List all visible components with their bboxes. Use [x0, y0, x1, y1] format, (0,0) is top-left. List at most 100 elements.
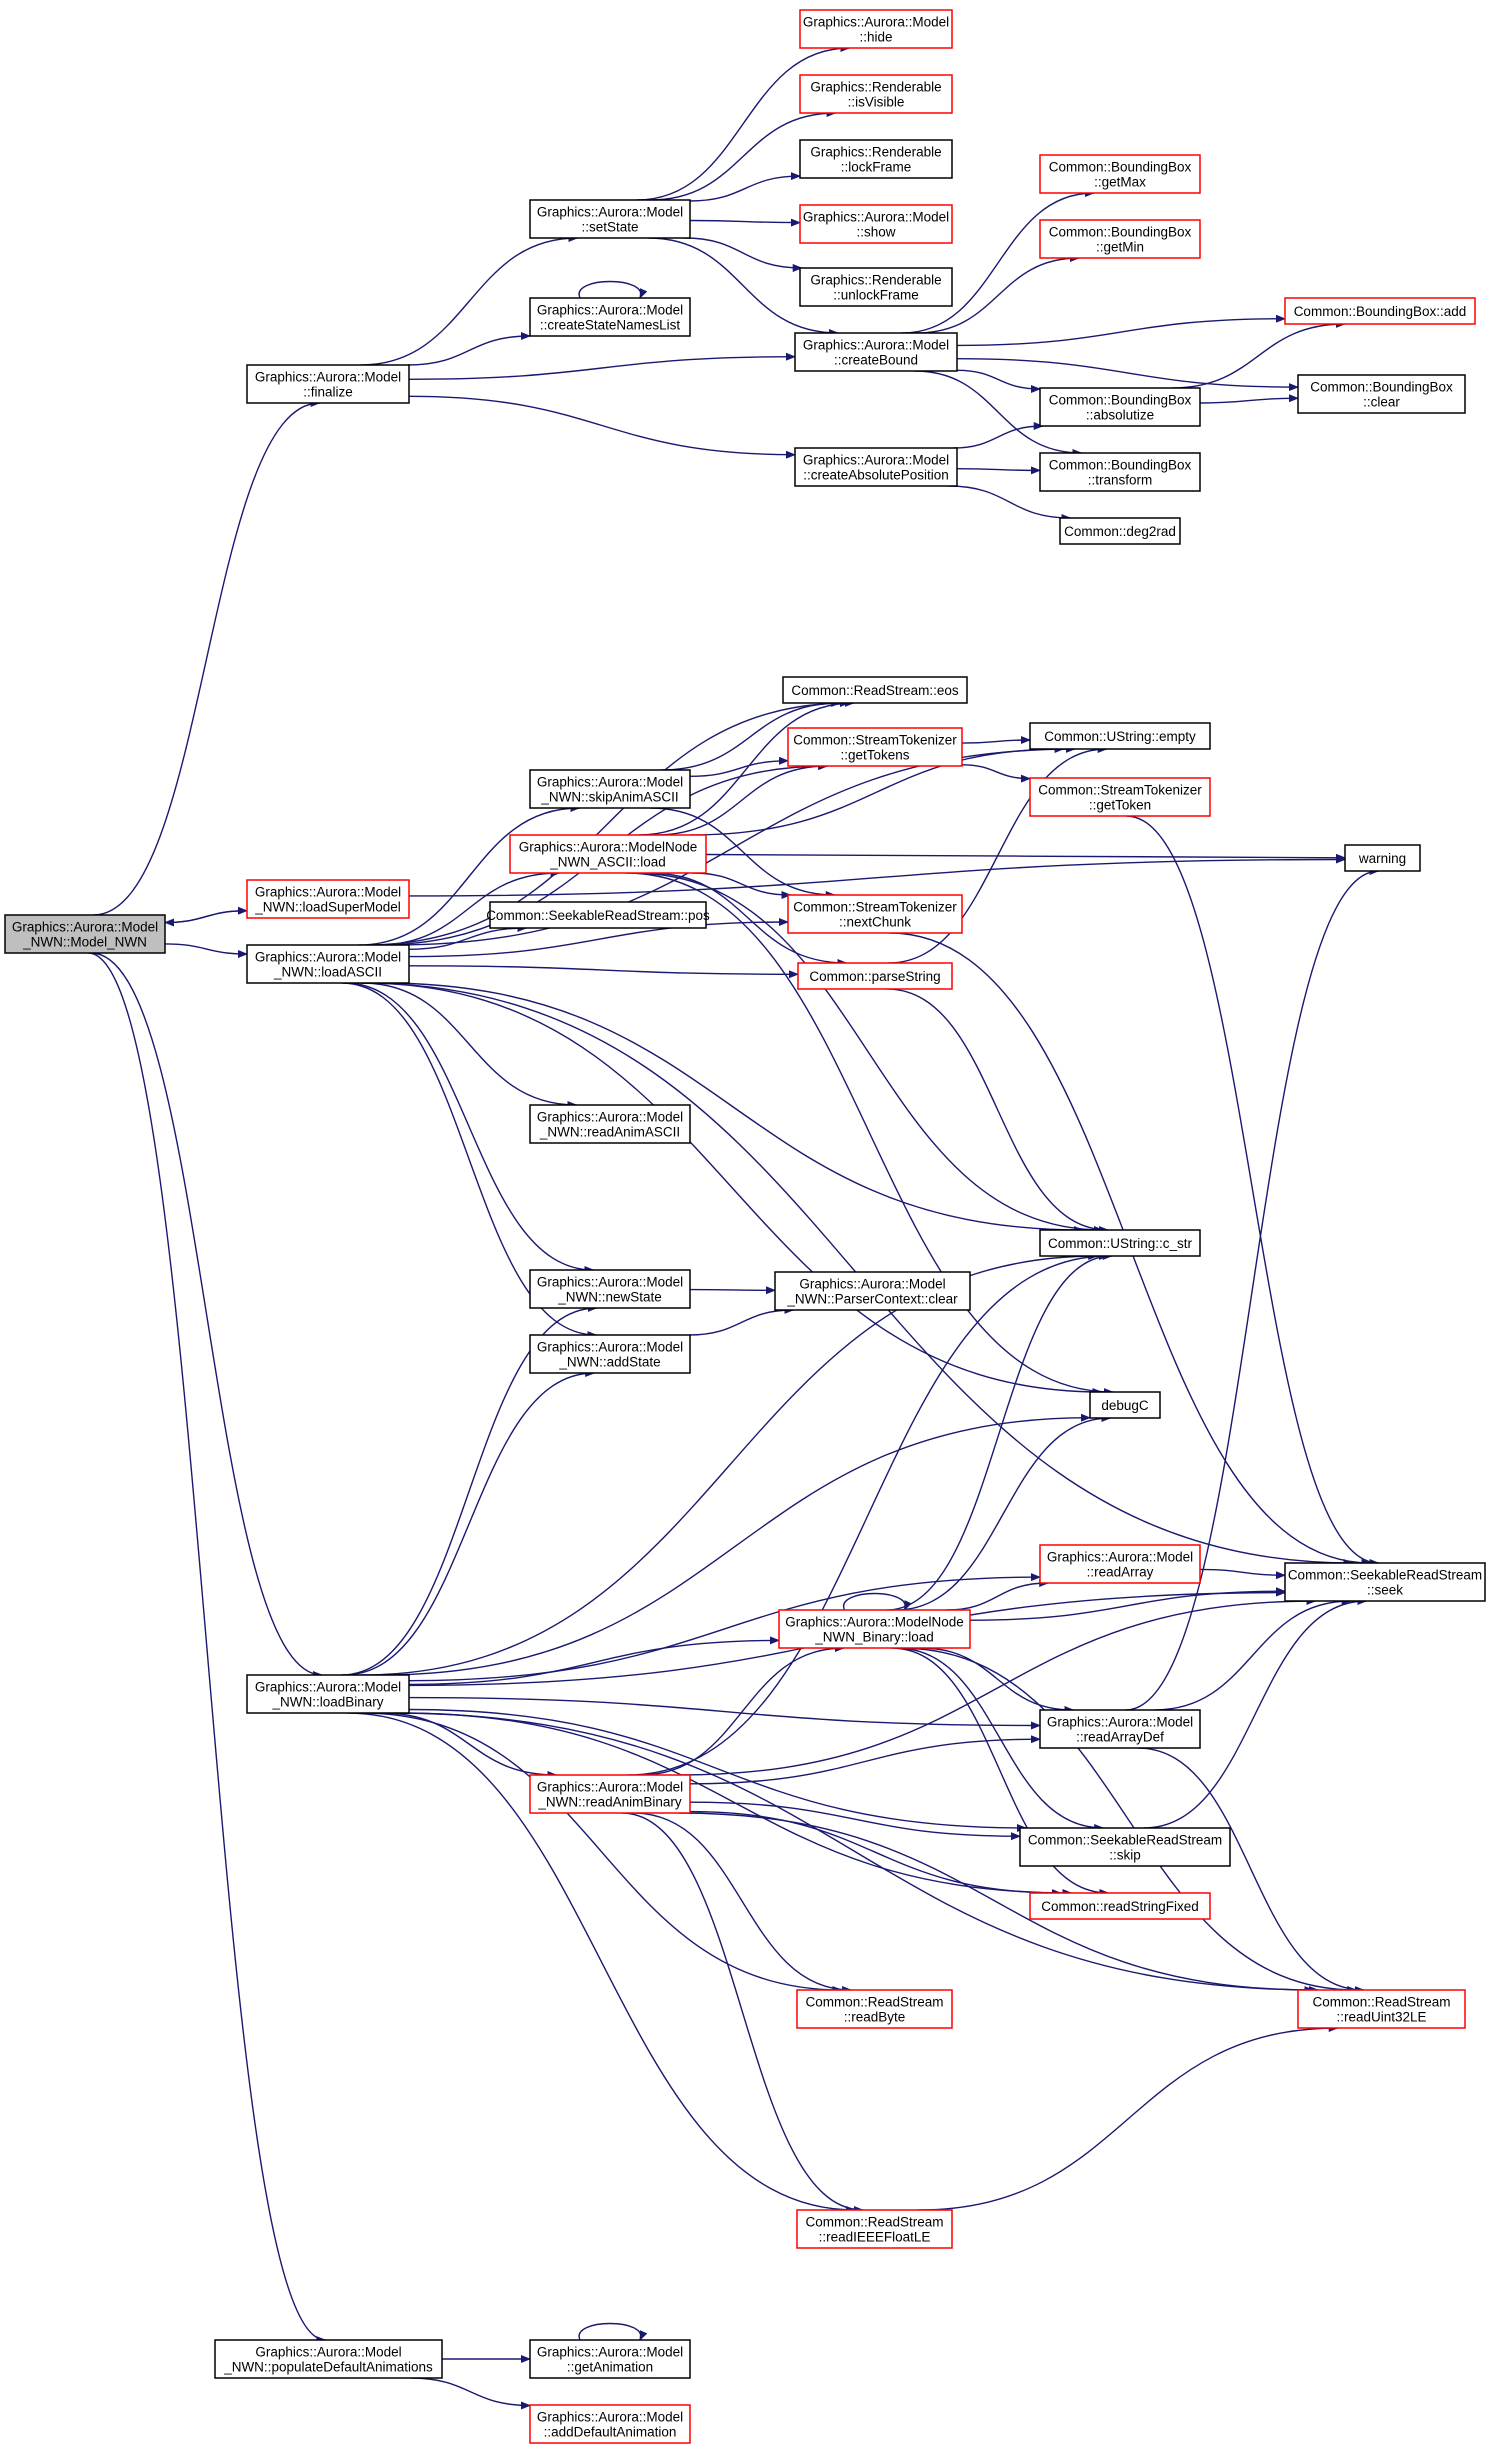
node-modelnode_binary_load[interactable]: Graphics::Aurora::ModelNode_NWN_Binary::…	[778, 1609, 971, 1649]
node-box-hide[interactable]	[799, 9, 953, 49]
node-createbound[interactable]: Graphics::Aurora::Model::createBound	[794, 332, 958, 372]
node-model_nwn[interactable]: Graphics::Aurora::Model_NWN::Model_NWN	[4, 914, 166, 954]
node-box-readanimbinary[interactable]	[529, 1774, 691, 1814]
node-lockframe[interactable]: Graphics::Renderable::lockFrame	[799, 139, 953, 179]
node-box-debugc[interactable]	[1089, 1391, 1161, 1419]
node-debugc[interactable]: debugC	[1089, 1391, 1161, 1419]
node-box-createbound[interactable]	[794, 332, 958, 372]
node-box-loadascii[interactable]	[246, 944, 410, 984]
node-box-populate[interactable]	[214, 2339, 443, 2379]
node-box-bb_absolutize[interactable]	[1039, 387, 1201, 427]
node-box-createabspos[interactable]	[794, 447, 958, 487]
node-readanimbinary[interactable]: Graphics::Aurora::Model_NWN::readAnimBin…	[529, 1774, 691, 1814]
node-bb_getmax[interactable]: Common::BoundingBox::getMax	[1039, 154, 1201, 194]
node-box-createstatenames[interactable]	[529, 297, 691, 337]
node-bb_getmin[interactable]: Common::BoundingBox::getMin	[1039, 219, 1201, 259]
node-finalize[interactable]: Graphics::Aurora::Model::finalize	[246, 364, 410, 404]
node-warning[interactable]: warning	[1344, 844, 1421, 872]
node-box-seekable_seek[interactable]	[1284, 1562, 1486, 1602]
node-bb_clear[interactable]: Common::BoundingBox::clear	[1297, 374, 1466, 414]
node-box-tokenizer_gettoken[interactable]	[1029, 777, 1211, 817]
node-box-readstream_readieeefloat[interactable]	[796, 2209, 953, 2249]
node-box-model_readarray[interactable]	[1039, 1544, 1201, 1584]
node-box-finalize[interactable]	[246, 364, 410, 404]
node-createstatenames[interactable]: Graphics::Aurora::Model::createStateName…	[529, 297, 691, 337]
node-box-unlockframe[interactable]	[799, 267, 953, 307]
node-seekable_skip[interactable]: Common::SeekableReadStream::skip	[1019, 1827, 1231, 1867]
node-box-ustring_empty[interactable]	[1029, 722, 1211, 750]
node-box-bb_getmax[interactable]	[1039, 154, 1201, 194]
node-tokenizer_gettoken[interactable]: Common::StreamTokenizer::getToken	[1029, 777, 1211, 817]
node-bb_absolutize[interactable]: Common::BoundingBox::absolutize	[1039, 387, 1201, 427]
node-loadbinary[interactable]: Graphics::Aurora::Model_NWN::loadBinary	[246, 1674, 410, 1714]
node-getanimation[interactable]: Graphics::Aurora::Model::getAnimation	[529, 2339, 691, 2379]
node-box-seekable_pos[interactable]	[489, 901, 707, 929]
node-parsestring[interactable]: Common::parseString	[797, 962, 953, 990]
node-box-modelnode_ascii_load[interactable]	[509, 834, 707, 874]
node-box-bb_clear[interactable]	[1297, 374, 1466, 414]
node-box-addstate[interactable]	[529, 1334, 691, 1374]
node-seekable_pos[interactable]: Common::SeekableReadStream::pos	[486, 901, 710, 929]
node-box-readstream_readuint32[interactable]	[1297, 1989, 1466, 2029]
node-box-model_readarraydef[interactable]	[1039, 1709, 1201, 1749]
node-parsercontext_clear[interactable]: Graphics::Aurora::Model_NWN::ParserConte…	[774, 1271, 971, 1311]
node-ustring_empty[interactable]: Common::UString::empty	[1029, 722, 1211, 750]
node-box-bb_add[interactable]	[1284, 297, 1476, 325]
node-bb_transform[interactable]: Common::BoundingBox::transform	[1039, 452, 1201, 492]
node-model_readarraydef[interactable]: Graphics::Aurora::Model::readArrayDef	[1039, 1709, 1201, 1749]
node-box-isvisible[interactable]	[799, 74, 953, 114]
node-box-readanimascii[interactable]	[529, 1104, 691, 1144]
node-box-bb_transform[interactable]	[1039, 452, 1201, 492]
node-box-readstream_readbyte[interactable]	[796, 1989, 953, 2029]
node-show[interactable]: Graphics::Aurora::Model::show	[799, 204, 953, 244]
node-box-newstate[interactable]	[529, 1269, 691, 1309]
node-populate[interactable]: Graphics::Aurora::Model_NWN::populateDef…	[214, 2339, 443, 2379]
node-box-deg2rad[interactable]	[1059, 517, 1181, 545]
node-readstream_eos[interactable]: Common::ReadStream::eos	[782, 676, 968, 704]
node-box-modelnode_binary_load[interactable]	[778, 1609, 971, 1649]
node-loadascii[interactable]: Graphics::Aurora::Model_NWN::loadASCII	[246, 944, 410, 984]
node-setstate[interactable]: Graphics::Aurora::Model::setState	[529, 199, 691, 239]
node-modelnode_ascii_load[interactable]: Graphics::Aurora::ModelNode_NWN_ASCII::l…	[509, 834, 707, 874]
node-adddefaultanimation[interactable]: Graphics::Aurora::Model::addDefaultAnima…	[529, 2404, 691, 2444]
node-newstate[interactable]: Graphics::Aurora::Model_NWN::newState	[529, 1269, 691, 1309]
node-box-tokenizer_gettokens[interactable]	[787, 727, 963, 767]
node-hide[interactable]: Graphics::Aurora::Model::hide	[799, 9, 953, 49]
node-tokenizer_nextchunk[interactable]: Common::StreamTokenizer::nextChunk	[787, 894, 963, 934]
node-deg2rad[interactable]: Common::deg2rad	[1059, 517, 1181, 545]
node-loadsupermodel[interactable]: Graphics::Aurora::Model_NWN::loadSuperMo…	[246, 879, 410, 919]
node-box-getanimation[interactable]	[529, 2339, 691, 2379]
node-box-tokenizer_nextchunk[interactable]	[787, 894, 963, 934]
node-seekable_seek[interactable]: Common::SeekableReadStream::seek	[1284, 1562, 1486, 1602]
node-box-lockframe[interactable]	[799, 139, 953, 179]
node-readstringfixed[interactable]: Common::readStringFixed	[1029, 1892, 1211, 1920]
node-readanimascii[interactable]: Graphics::Aurora::Model_NWN::readAnimASC…	[529, 1104, 691, 1144]
node-isvisible[interactable]: Graphics::Renderable::isVisible	[799, 74, 953, 114]
node-addstate[interactable]: Graphics::Aurora::Model_NWN::addState	[529, 1334, 691, 1374]
node-box-parsestring[interactable]	[797, 962, 953, 990]
node-box-readstringfixed[interactable]	[1029, 1892, 1211, 1920]
node-skipanimascii[interactable]: Graphics::Aurora::Model_NWN::skipAnimASC…	[529, 769, 691, 809]
node-box-model_nwn[interactable]	[4, 914, 166, 954]
node-box-ustring_cstr[interactable]	[1039, 1229, 1201, 1257]
node-readstream_readieeefloat[interactable]: Common::ReadStream::readIEEEFloatLE	[796, 2209, 953, 2249]
node-createabspos[interactable]: Graphics::Aurora::Model::createAbsoluteP…	[794, 447, 958, 487]
node-box-bb_getmin[interactable]	[1039, 219, 1201, 259]
node-unlockframe[interactable]: Graphics::Renderable::unlockFrame	[799, 267, 953, 307]
node-box-loadbinary[interactable]	[246, 1674, 410, 1714]
node-box-seekable_skip[interactable]	[1019, 1827, 1231, 1867]
node-box-adddefaultanimation[interactable]	[529, 2404, 691, 2444]
node-box-show[interactable]	[799, 204, 953, 244]
node-box-readstream_eos[interactable]	[782, 676, 968, 704]
node-tokenizer_gettokens[interactable]: Common::StreamTokenizer::getTokens	[787, 727, 963, 767]
node-box-setstate[interactable]	[529, 199, 691, 239]
node-box-parsercontext_clear[interactable]	[774, 1271, 971, 1311]
node-readstream_readuint32[interactable]: Common::ReadStream::readUint32LE	[1297, 1989, 1466, 2029]
node-ustring_cstr[interactable]: Common::UString::c_str	[1039, 1229, 1201, 1257]
node-model_readarray[interactable]: Graphics::Aurora::Model::readArray	[1039, 1544, 1201, 1584]
node-box-loadsupermodel[interactable]	[246, 879, 410, 919]
node-readstream_readbyte[interactable]: Common::ReadStream::readByte	[796, 1989, 953, 2029]
node-bb_add[interactable]: Common::BoundingBox::add	[1284, 297, 1476, 325]
node-box-skipanimascii[interactable]	[529, 769, 691, 809]
node-box-warning[interactable]	[1344, 844, 1421, 872]
